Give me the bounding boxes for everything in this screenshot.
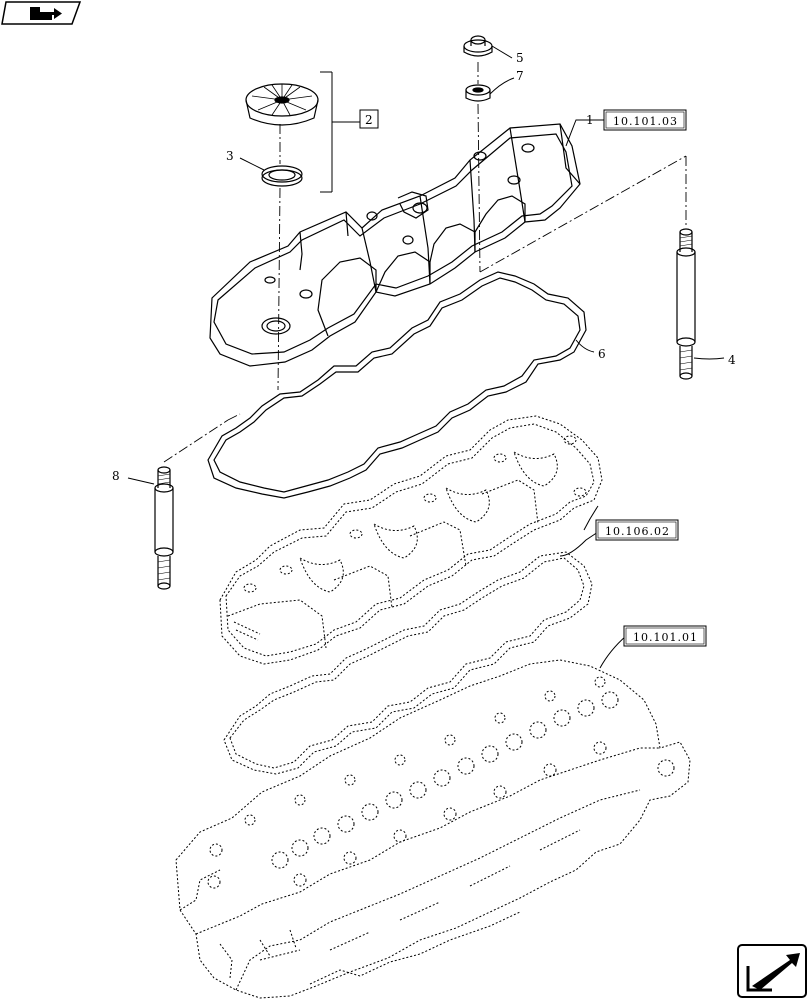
lower-gasket-reference-outline [223, 551, 593, 775]
cylinder-head-reference-outline [175, 659, 691, 999]
reference-box-10-106-02[interactable]: 10.106.02 [595, 519, 679, 541]
previous-page-icon[interactable] [1, 1, 82, 25]
reference-box-10-101-01[interactable]: 10.101.01 [623, 625, 707, 647]
callout-5: 5 [516, 51, 524, 65]
hex-nut [463, 35, 493, 57]
stud-4 [676, 228, 696, 380]
callout-2-box[interactable]: 2 [359, 109, 379, 129]
stud-8 [154, 466, 174, 590]
callout-6: 6 [598, 347, 606, 361]
reference-label: 10.101.01 [633, 631, 698, 644]
rocker-carrier-reference-outline [219, 415, 603, 665]
valve-cover-gasket [207, 271, 587, 499]
callout-8: 8 [112, 469, 120, 483]
callout-4: 4 [728, 353, 736, 367]
oil-filler-cap [245, 83, 319, 126]
alignment-lines [163, 62, 687, 463]
reference-box-10-101-03[interactable]: 10.101.03 [603, 109, 687, 131]
reference-label: 10.106.02 [605, 525, 670, 538]
reference-label: 10.101.03 [613, 115, 678, 128]
callout-1: 1 [586, 113, 594, 127]
cap-seal-ring [261, 165, 303, 187]
callout-7: 7 [516, 69, 524, 83]
grommet [465, 84, 491, 102]
callout-2: 2 [365, 113, 373, 127]
callout-3: 3 [226, 149, 234, 163]
valve-cover [209, 123, 581, 367]
next-page-icon[interactable] [737, 944, 807, 998]
leader-lines [127, 45, 725, 669]
